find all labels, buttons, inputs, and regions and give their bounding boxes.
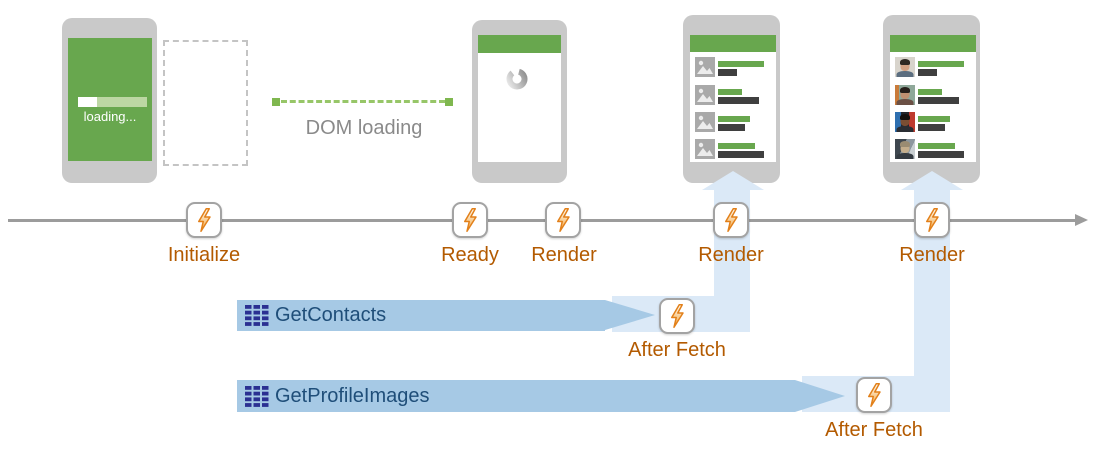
progress-bar — [78, 97, 147, 107]
event-badge-ready — [452, 202, 488, 238]
text-line-secondary — [718, 124, 745, 131]
dom-placeholder-outline — [163, 40, 248, 166]
text-line-secondary — [918, 124, 945, 131]
text-line-primary — [918, 116, 950, 122]
text-line-secondary — [718, 97, 759, 104]
splash-screen: loading... — [68, 38, 152, 161]
profile-photo — [895, 112, 915, 132]
app-header-bar — [690, 35, 776, 52]
phone-skeleton-list — [683, 15, 780, 183]
event-label-render-2: Render — [698, 244, 764, 266]
final-screen — [890, 35, 976, 162]
lightning-bolt-icon — [668, 303, 686, 329]
event-label-initialize: Initialize — [167, 244, 241, 266]
request-arrowhead-icon — [605, 300, 655, 330]
data-table-icon — [245, 386, 269, 407]
event-badge-after-fetch-2 — [856, 377, 892, 413]
list-item — [890, 112, 976, 133]
request-label: GetProfileImages — [275, 385, 430, 407]
image-placeholder-icon — [695, 57, 715, 77]
event-badge-render-3 — [914, 202, 950, 238]
text-line-primary — [718, 116, 750, 122]
image-placeholder-icon — [695, 112, 715, 132]
timeline-axis — [8, 219, 1077, 222]
image-placeholder-icon — [695, 85, 715, 105]
text-line-secondary — [918, 69, 937, 76]
fetch-flow-arrowhead-icon-1 — [702, 171, 764, 190]
lightning-bolt-icon — [461, 207, 479, 233]
list-item — [690, 139, 776, 160]
request-bar-getcontacts: GetContacts — [237, 300, 605, 331]
image-placeholder-icon — [695, 139, 715, 159]
text-line-secondary — [918, 151, 964, 158]
app-header-bar — [890, 35, 976, 52]
dom-loading-label: DOM loading — [305, 117, 423, 139]
text-line-primary — [918, 143, 955, 149]
list-item — [690, 85, 776, 106]
text-line-primary — [718, 89, 742, 95]
lightning-bolt-icon — [923, 207, 941, 233]
phone-busy — [472, 20, 567, 183]
skeleton-screen — [690, 35, 776, 162]
timeline-arrowhead-icon — [1075, 214, 1088, 226]
lightning-bolt-icon — [554, 207, 572, 233]
text-line-primary — [918, 89, 942, 95]
event-label-render-1: Render — [531, 244, 597, 266]
lightning-bolt-icon — [865, 382, 883, 408]
request-bar-getprofileimages: GetProfileImages — [237, 380, 795, 412]
dom-line-endpoint-left — [272, 98, 280, 106]
data-table-icon — [245, 305, 269, 326]
text-line-secondary — [718, 69, 737, 76]
text-line-primary — [718, 61, 764, 67]
dom-line-endpoint-right — [445, 98, 453, 106]
request-arrowhead-icon — [795, 380, 845, 412]
text-line-primary — [718, 143, 755, 149]
list-item — [690, 57, 776, 78]
profile-photo — [895, 85, 915, 105]
lightning-bolt-icon — [195, 207, 213, 233]
busy-screen — [478, 35, 561, 162]
event-badge-after-fetch-1 — [659, 298, 695, 334]
list-item — [690, 112, 776, 133]
phone-splash: loading... — [62, 18, 157, 183]
phone-final-list — [883, 15, 980, 183]
dom-loading-dashed-line — [281, 100, 445, 103]
profile-photo — [895, 139, 915, 159]
event-label-after-fetch-1: After Fetch — [628, 339, 726, 361]
text-line-primary — [918, 61, 964, 67]
event-badge-render-1 — [545, 202, 581, 238]
loading-text: loading... — [83, 109, 137, 124]
loading-spinner-icon — [506, 68, 528, 90]
event-label-after-fetch-2: After Fetch — [825, 419, 923, 441]
lightning-bolt-icon — [722, 207, 740, 233]
event-label-render-3: Render — [899, 244, 965, 266]
fetch-flow-arrowhead-icon-2 — [901, 171, 963, 190]
profile-photo — [895, 57, 915, 77]
list-item — [890, 57, 976, 78]
event-label-ready: Ready — [441, 244, 499, 266]
event-badge-render-2 — [713, 202, 749, 238]
progress-bar-fill — [78, 97, 97, 107]
text-line-secondary — [718, 151, 764, 158]
text-line-secondary — [918, 97, 959, 104]
request-label: GetContacts — [275, 304, 387, 326]
app-header-bar — [478, 35, 561, 53]
list-item — [890, 85, 976, 106]
list-item — [890, 139, 976, 160]
event-badge-initialize — [186, 202, 222, 238]
